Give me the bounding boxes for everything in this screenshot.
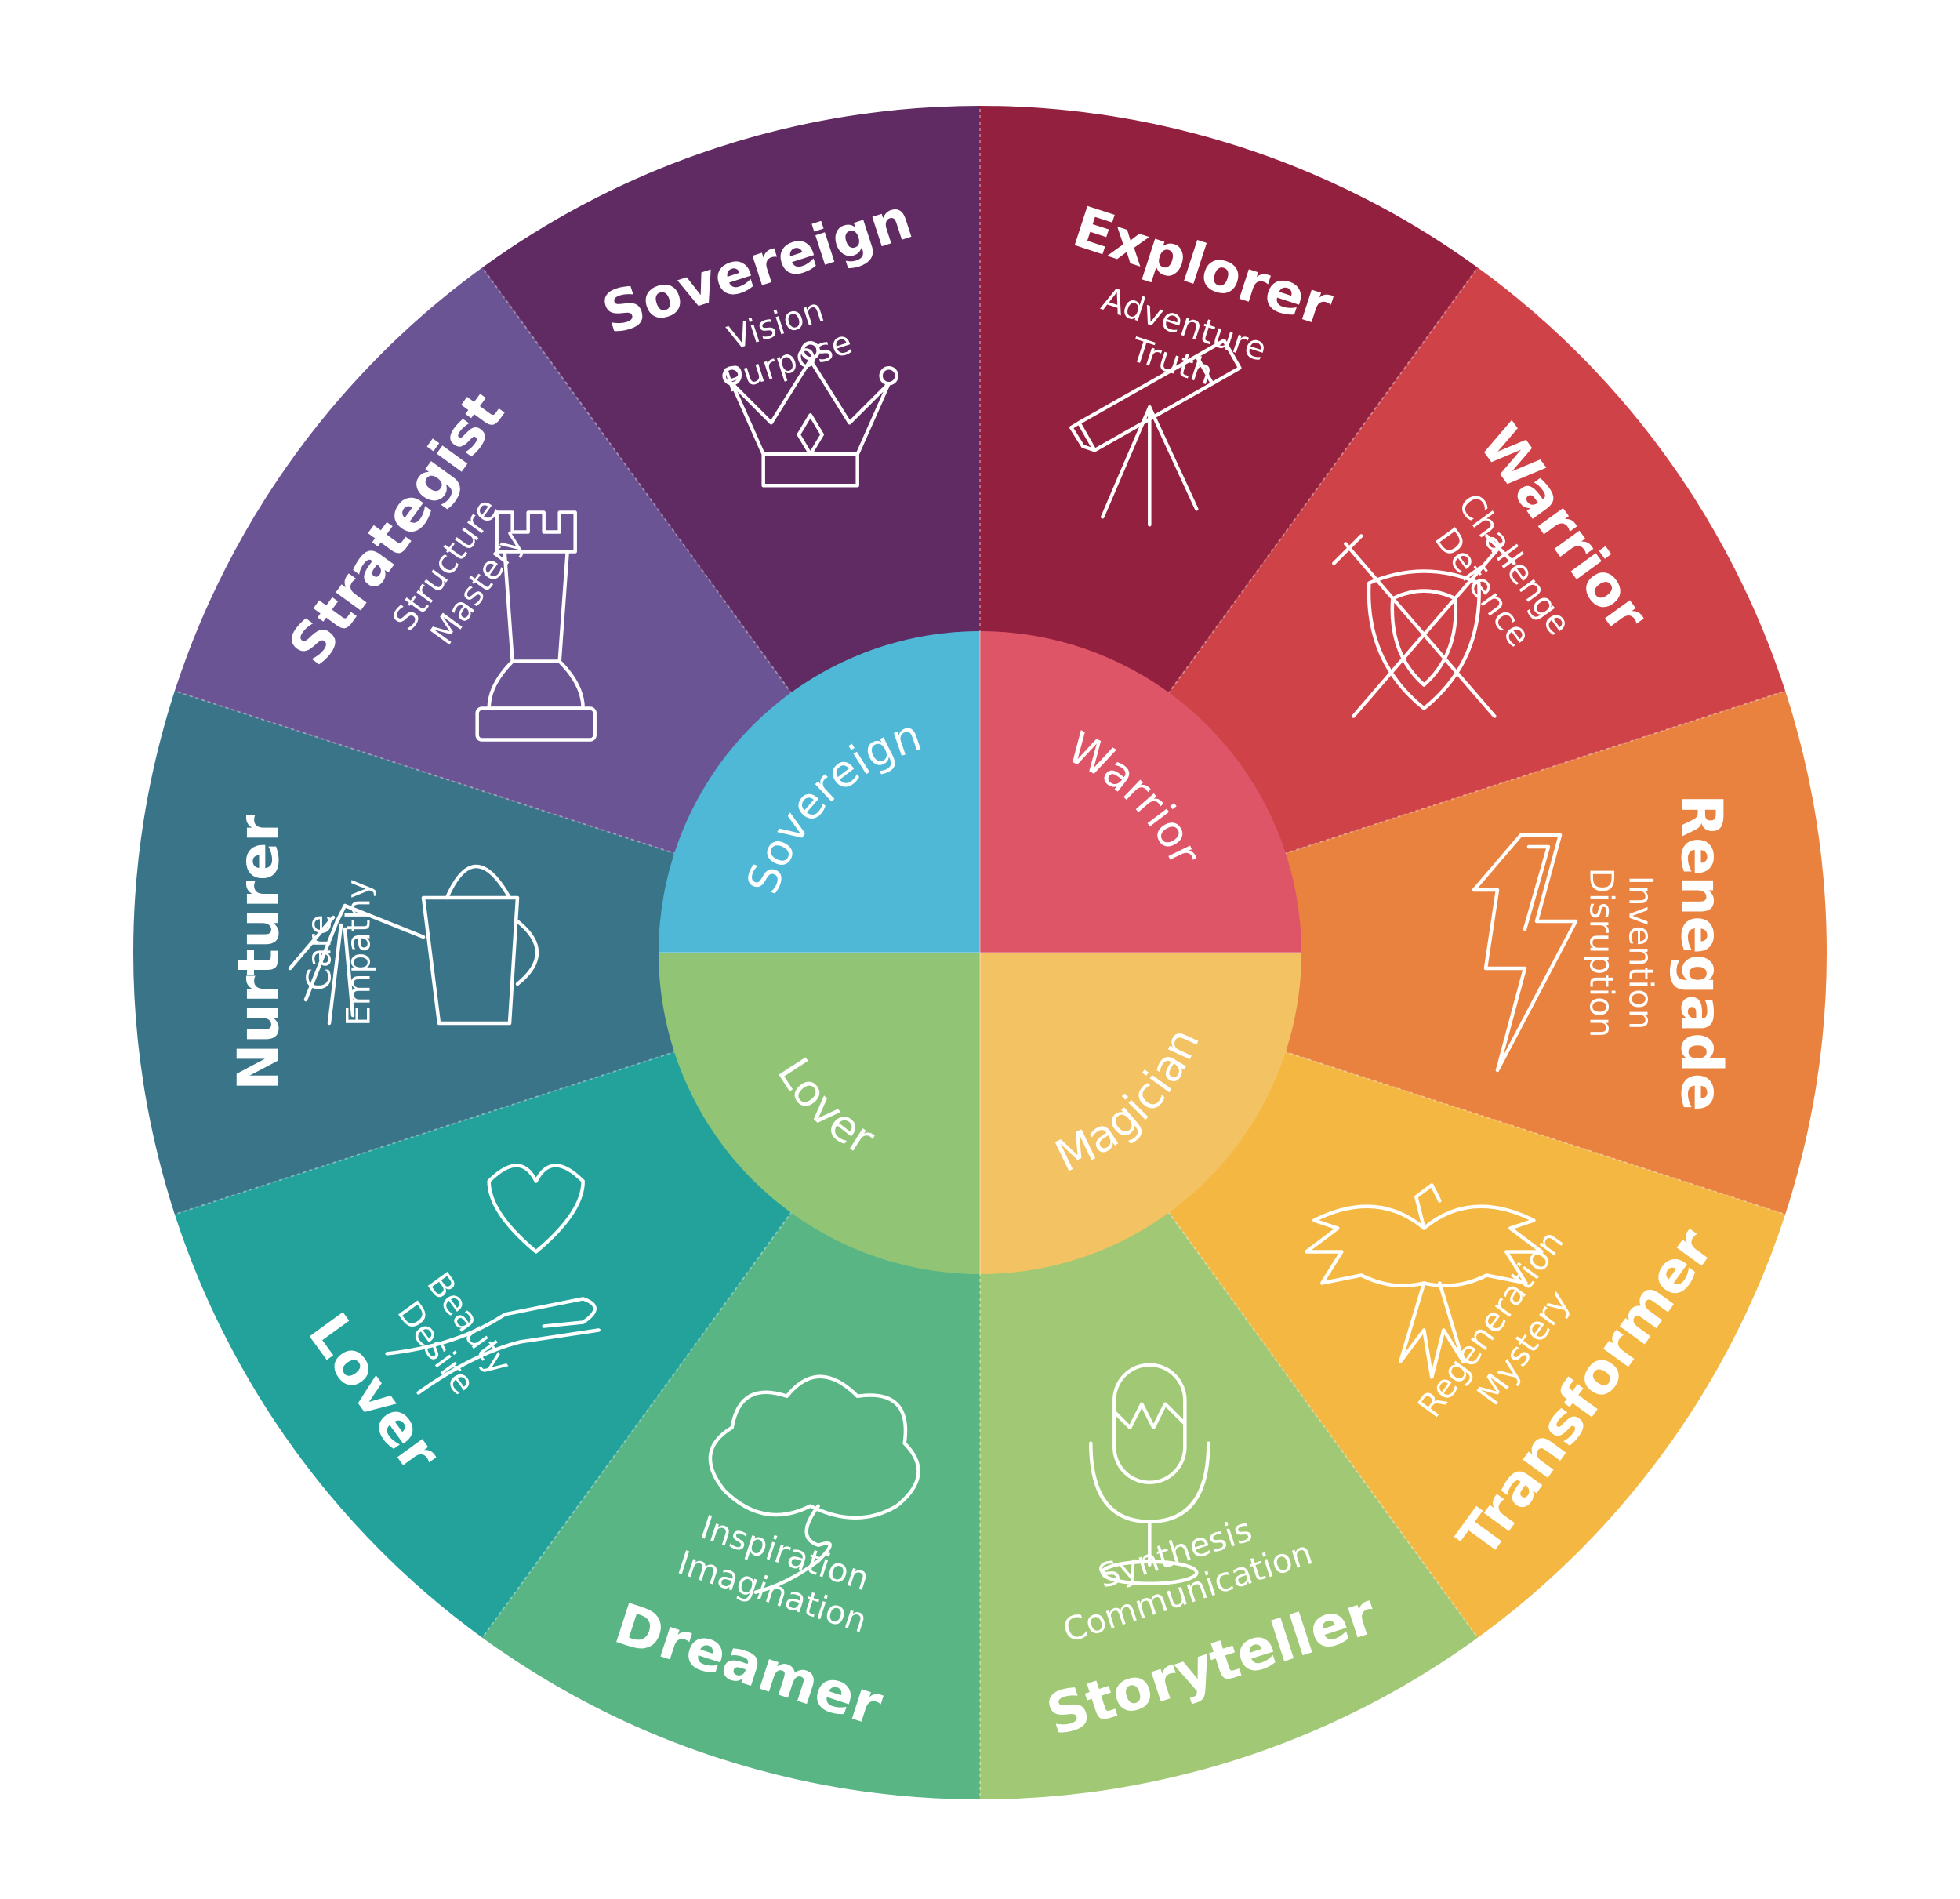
telescope-icon — [1069, 339, 1242, 527]
chess-rook-icon — [475, 510, 597, 742]
crown-icon — [722, 341, 898, 488]
icons-layer — [288, 339, 1578, 1594]
segment-subtitle-nurturer-2: Empathy — [339, 879, 378, 1026]
segment-nurturer — [132, 691, 980, 1215]
quadrant-magician — [980, 953, 1301, 1274]
phoenix-icon — [1305, 1183, 1544, 1379]
inner-circle — [659, 631, 1301, 1274]
quadrant-lover — [659, 953, 980, 1274]
quadrant-warrior — [980, 631, 1301, 953]
cloud-icon — [708, 1374, 920, 1594]
hand-heart-icon — [385, 1164, 601, 1395]
quadrant-sovereign — [659, 631, 980, 953]
segment-subtitle-renegade-2: Disruption — [1583, 868, 1621, 1038]
segment-title-nurturer: Nurturer — [226, 814, 292, 1091]
segment-title-renegade: Renegade — [1668, 794, 1734, 1112]
segment-subtitle-renegade-1: Invention — [1622, 876, 1661, 1030]
segment-subtitle-nurturer-1: Care — [300, 914, 339, 990]
segment-renegade — [980, 691, 1828, 1215]
lightning-bolt-icon — [1472, 833, 1578, 1073]
watering-can-icon — [288, 864, 539, 1026]
microphone-icon — [1089, 1363, 1210, 1585]
shield-swords-icon — [1332, 534, 1516, 718]
